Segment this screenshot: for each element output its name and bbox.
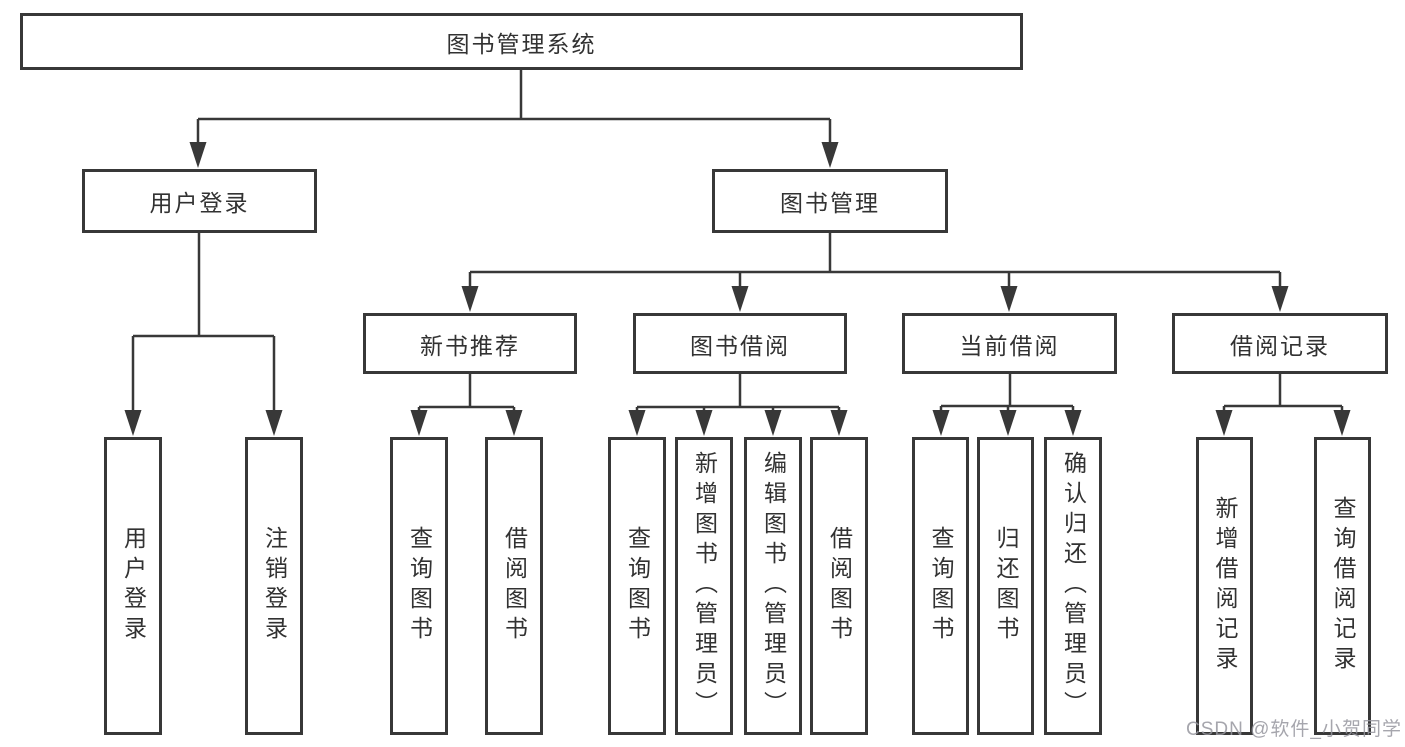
root-node: 图书管理系统 [20, 13, 1023, 70]
node-book-borrowing-label: 图书借阅 [690, 332, 790, 359]
leaf-nb-query-books-label: 查询图书 [406, 526, 433, 646]
leaf-user-login-label: 用户登录 [120, 526, 147, 646]
leaf-bb-add-books-admin: 新增图书（管理员） [675, 437, 733, 735]
leaf-br-query-record: 查询借阅记录 [1314, 437, 1371, 735]
node-new-book-recommend: 新书推荐 [363, 313, 577, 374]
leaf-bb-borrow-books-label: 借阅图书 [826, 526, 853, 646]
leaf-cb-confirm-return-admin: 确认归还（管理员） [1044, 437, 1102, 735]
leaf-bb-add-books-admin-label: 新增图书（管理员） [691, 451, 718, 721]
node-current-borrowing: 当前借阅 [902, 313, 1117, 374]
leaf-user-login: 用户登录 [104, 437, 162, 735]
root-node-label: 图书管理系统 [446, 30, 597, 57]
csdn-watermark: CSDN @软件_小贺同学 [1186, 719, 1402, 740]
node-user-login: 用户登录 [82, 169, 317, 233]
node-current-borrowing-label: 当前借阅 [959, 332, 1060, 359]
leaf-cb-confirm-return-admin-label: 确认归还（管理员） [1060, 451, 1087, 721]
leaf-bb-query-books-label: 查询图书 [624, 526, 651, 646]
leaf-nb-borrow-books-label: 借阅图书 [501, 526, 528, 646]
leaf-bb-edit-books-admin: 编辑图书（管理员） [744, 437, 802, 735]
leaf-logout-label: 注销登录 [261, 526, 288, 646]
leaf-br-query-record-label: 查询借阅记录 [1330, 496, 1356, 676]
node-borrow-records-label: 借阅记录 [1230, 332, 1330, 359]
leaf-cb-return-books-label: 归还图书 [993, 526, 1019, 646]
leaf-bb-borrow-books: 借阅图书 [810, 437, 868, 735]
node-user-login-label: 用户登录 [149, 190, 250, 216]
leaf-cb-query-books: 查询图书 [912, 437, 969, 735]
leaf-bb-edit-books-admin-label: 编辑图书（管理员） [760, 451, 787, 721]
node-borrow-records: 借阅记录 [1172, 313, 1388, 374]
node-book-borrowing: 图书借阅 [633, 313, 847, 374]
leaf-nb-borrow-books: 借阅图书 [485, 437, 543, 735]
node-book-management-label: 图书管理 [780, 190, 880, 216]
leaf-br-add-record: 新增借阅记录 [1196, 437, 1253, 735]
leaf-br-add-record-label: 新增借阅记录 [1212, 496, 1238, 676]
leaf-logout: 注销登录 [245, 437, 303, 735]
leaf-bb-query-books: 查询图书 [608, 437, 666, 735]
node-new-book-recommend-label: 新书推荐 [420, 332, 520, 359]
leaf-cb-return-books: 归还图书 [977, 437, 1034, 735]
leaf-nb-query-books: 查询图书 [390, 437, 448, 735]
leaf-cb-query-books-label: 查询图书 [928, 526, 954, 646]
node-book-management: 图书管理 [712, 169, 948, 233]
